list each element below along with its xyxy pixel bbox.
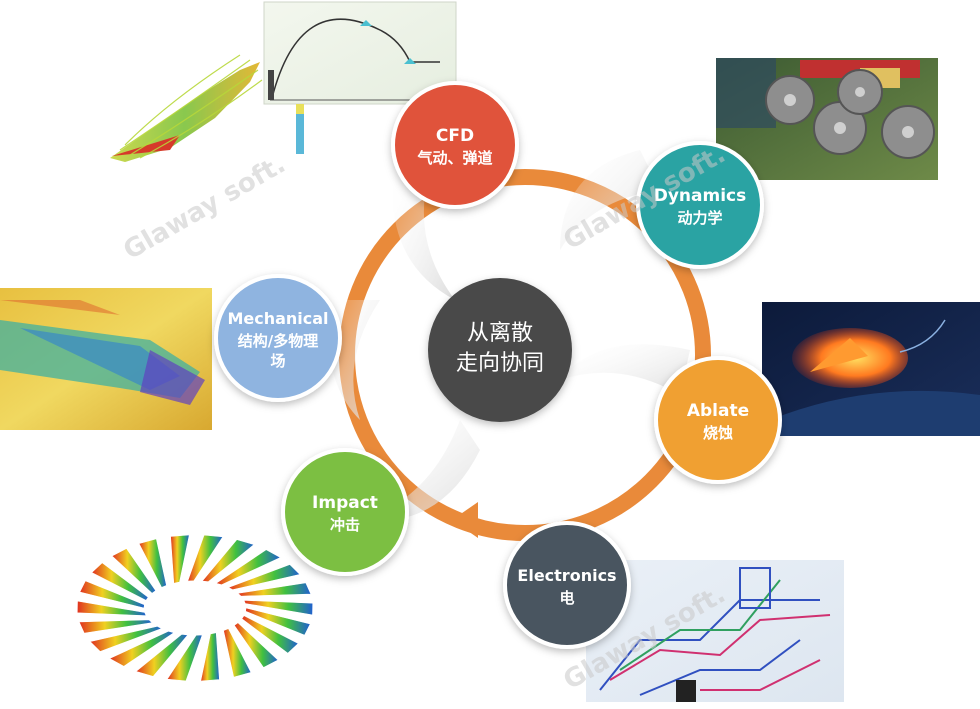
node-title-electronics: Electronics: [517, 566, 616, 585]
node-subtitle-impact: 冲击: [330, 516, 360, 534]
turbine-blade: [78, 619, 153, 634]
turbine-blade: [243, 600, 314, 616]
node-title-ablate: Ablate: [687, 401, 749, 421]
turbine-blade: [187, 534, 224, 582]
turbine-blade: [233, 622, 279, 668]
node-subtitle-electronics: 电: [559, 589, 574, 607]
center-node: 从离散 走向协同: [428, 278, 572, 422]
dynamics-gears-image: [716, 58, 938, 180]
node-subtitle-cfd: 气动、弹道: [416, 149, 492, 167]
impact-turbine-image: [76, 534, 314, 682]
node-title-mechanical: Mechanical: [227, 309, 328, 328]
turbine-blade: [89, 625, 163, 652]
node-circle-mechanical: [214, 274, 342, 402]
turbine-blade: [237, 582, 312, 597]
node-ablate: Ablate 烧蚀: [654, 356, 782, 484]
node-circle-dynamics: [636, 141, 764, 269]
turbine-blade: [227, 564, 301, 591]
node-circle-electronics: [503, 521, 631, 649]
turbine-blade: [170, 534, 190, 584]
swirl-leaf: [560, 344, 690, 395]
mechanical-nozzle-image: [0, 288, 212, 430]
turbine-blade: [76, 600, 147, 616]
watermark-1: Glaway soft.: [119, 149, 291, 266]
turbine-blade: [135, 633, 189, 677]
node-circle-impact: [281, 448, 409, 576]
node-dynamics: Dynamics 动力学: [636, 141, 764, 269]
center-label-line2: 走向协同: [456, 351, 544, 376]
turbine-blade: [200, 632, 220, 682]
node-impact: Impact 冲击: [281, 448, 409, 576]
turbine-blade: [215, 549, 281, 586]
turbine-blade: [111, 548, 157, 594]
node-title-impact: Impact: [312, 493, 378, 513]
swirl-leaf: [392, 160, 455, 300]
cfd-jet-image: [110, 54, 263, 162]
node-cfd: CFD 气动、弹道: [391, 81, 519, 209]
center-label-line1: 从离散: [467, 321, 533, 346]
node-electronics: Electronics 电: [503, 521, 631, 649]
turbine-blade: [91, 562, 149, 601]
node-subtitle2-mechanical: 场: [270, 352, 285, 370]
swirl-leaf: [360, 420, 480, 522]
turbine-blade: [138, 538, 167, 588]
turbine-blade: [223, 628, 252, 678]
turbine-blade: [109, 630, 175, 667]
trajectory-plot-image: [263, 1, 457, 154]
turbine-blade: [166, 634, 203, 682]
ablate-reentry-image: [762, 302, 980, 436]
turbine-blade: [241, 615, 299, 654]
turbine-blade: [79, 580, 145, 609]
node-circle-cfd: [391, 81, 519, 209]
turbine-blade: [245, 607, 311, 636]
node-title-dynamics: Dynamics: [654, 186, 747, 206]
node-subtitle-dynamics: 动力学: [677, 209, 722, 227]
node-title-cfd: CFD: [436, 126, 474, 146]
turbine-blade: [201, 539, 255, 583]
node-subtitle-ablate: 烧蚀: [703, 424, 733, 442]
swirl-leaf: [560, 150, 660, 250]
node-circle-ablate: [654, 356, 782, 484]
node-subtitle-mechanical: 结构/多物理: [238, 332, 318, 350]
